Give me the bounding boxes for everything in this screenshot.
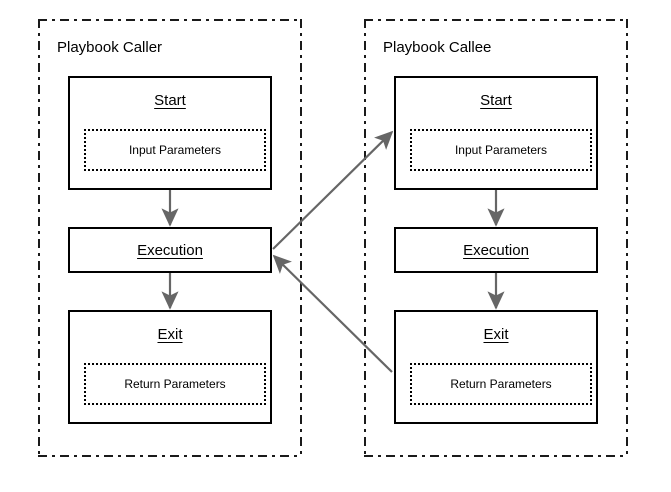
param-box-caller-start-input: Input Parameters [84, 129, 266, 171]
node-caller-execution[interactable]: Execution [68, 227, 272, 273]
param-label-caller-start-input: Input Parameters [128, 143, 222, 157]
group-title-caller: Playbook Caller [57, 39, 163, 56]
param-box-caller-exit-return: Return Parameters [84, 363, 266, 405]
group-title-callee: Playbook Callee [383, 39, 492, 56]
node-callee-execution[interactable]: Execution [394, 227, 598, 273]
node-callee-exit[interactable]: Exit [394, 310, 598, 424]
node-title-caller-exit: Exit [157, 326, 183, 343]
node-title-caller-start: Start [154, 92, 186, 109]
node-title-callee-execution: Execution [463, 241, 529, 259]
node-title-callee-exit: Exit [483, 326, 509, 343]
param-box-callee-exit-return: Return Parameters [410, 363, 592, 405]
param-label-callee-exit-return: Return Parameters [450, 377, 552, 391]
param-box-callee-start-input: Input Parameters [410, 129, 592, 171]
node-title-caller-execution: Execution [137, 241, 203, 259]
param-label-caller-exit-return: Return Parameters [124, 377, 226, 391]
node-caller-start[interactable]: Start [68, 76, 272, 190]
node-callee-start[interactable]: Start [394, 76, 598, 190]
param-label-callee-start-input: Input Parameters [454, 143, 548, 157]
node-caller-exit[interactable]: Exit [68, 310, 272, 424]
node-title-callee-start: Start [480, 92, 512, 109]
